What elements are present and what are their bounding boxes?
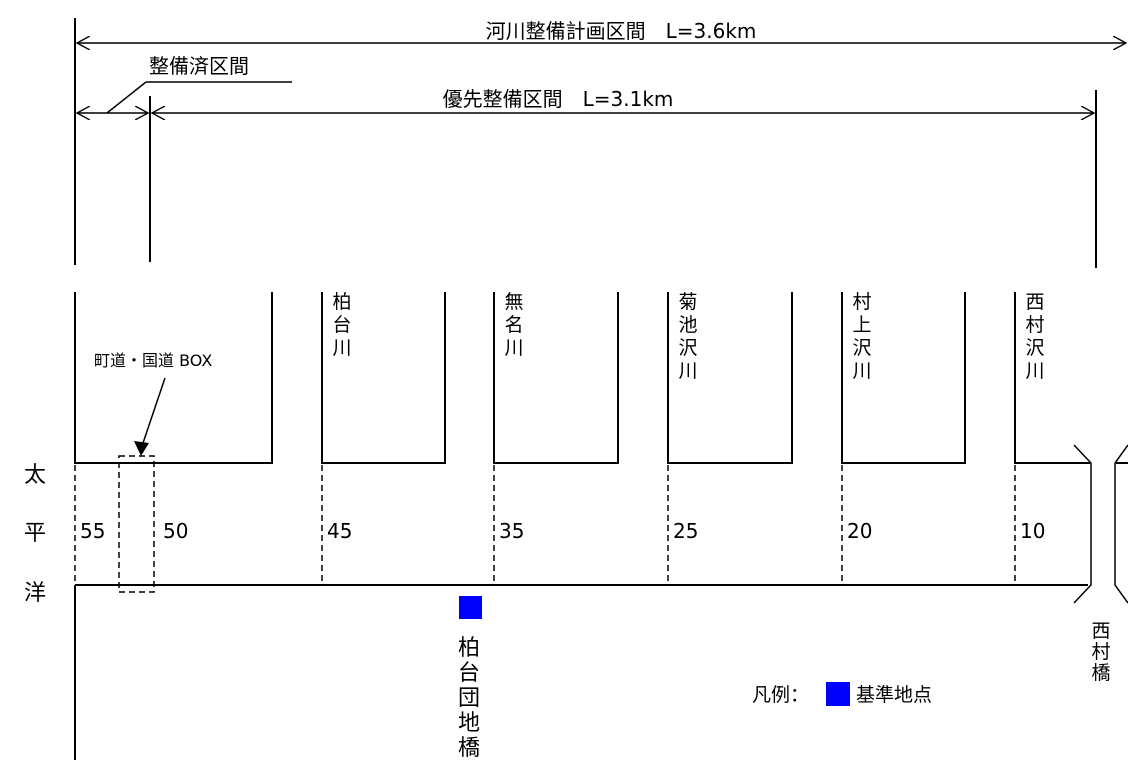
tributary-3-char-1: 菊 (678, 291, 697, 313)
nishimura-bridge-label: 西村橋 (1091, 620, 1110, 684)
box-culvert-outline (118, 455, 155, 593)
legend-prefix: 凡例： (752, 684, 809, 706)
tributary-2-char-1: 無 (504, 291, 523, 313)
box-culvert-label: 町道・国道 BOX (94, 351, 212, 370)
tributary-1-char-2: 台 (332, 314, 351, 336)
tributary-5-char-4: 川 (1025, 360, 1044, 382)
distance-50: 50 (163, 519, 188, 543)
distance-55: 55 (80, 519, 105, 543)
tributary-2-char-3: 川 (504, 337, 523, 359)
plan-span-label: 河川整備計画区間 L=3.6km (486, 19, 757, 43)
tributary-4-char-3: 沢 (852, 337, 871, 359)
kashiwadai-danchi-bridge-char-2: 台 (458, 661, 480, 686)
done-span-label: 整備済区間 (149, 54, 249, 78)
tributary-1-char-3: 川 (332, 337, 351, 359)
distance-25: 25 (673, 519, 698, 543)
section-dashed-lines (74, 465, 1016, 584)
tributary-3-char-2: 池 (678, 314, 697, 336)
box-culvert-leader-arrowhead (134, 441, 149, 456)
river-bank-north-seg-2 (321, 292, 446, 464)
legend: 凡例： 基準地点 (752, 682, 932, 706)
river-bank-north-seg-1 (74, 292, 273, 464)
reference-point-marker (459, 596, 482, 619)
tributary-label-1: 柏台川 (332, 291, 351, 359)
kashiwadai-danchi-bridge-char-4: 地 (458, 711, 480, 736)
river-bank-north-seg-5 (841, 292, 966, 464)
legend-label: 基準地点 (856, 684, 932, 706)
tributary-5-char-3: 沢 (1025, 337, 1044, 359)
nishimura-bridge-char-2: 村 (1091, 641, 1110, 663)
done-leader-diagonal (106, 81, 147, 114)
nishimura-bridge-char-3: 橋 (1091, 662, 1110, 684)
tributary-5-char-2: 村 (1025, 314, 1044, 336)
tributary-4-char-1: 村 (852, 291, 871, 313)
tributary-1-char-1: 柏 (332, 291, 351, 313)
tributary-4-char-4: 川 (852, 360, 871, 382)
distance-35: 35 (499, 519, 524, 543)
tributary-label-2: 無名川 (504, 291, 523, 359)
river-bank-north-seg-6 (1014, 292, 1090, 464)
ocean-char-1: 太 (24, 463, 46, 488)
distance-45: 45 (327, 519, 352, 543)
kashiwadai-danchi-bridge-char-1: 柏 (458, 636, 480, 661)
tributary-3-char-4: 川 (678, 360, 697, 382)
tributary-5-char-1: 西 (1025, 291, 1044, 313)
distance-20: 20 (847, 519, 872, 543)
tributary-3-char-3: 沢 (678, 337, 697, 359)
kashiwadai-danchi-bridge-char-3: 団 (458, 686, 480, 711)
ocean-char-3: 洋 (24, 581, 46, 606)
tributary-4-char-2: 上 (852, 314, 871, 336)
river-bank-north-seg-3 (493, 292, 619, 464)
kashiwadai-danchi-bridge-char-5: 橋 (458, 736, 480, 761)
priority-span-label: 優先整備区間 L=3.1km (443, 87, 674, 111)
tributary-2-char-2: 名 (504, 314, 523, 336)
nishimura-bridge-symbol (1073, 444, 1128, 604)
distance-10: 10 (1020, 519, 1045, 543)
river-bank-north-seg-4 (667, 292, 793, 464)
ocean-char-2: 平 (24, 521, 46, 546)
legend-swatch (826, 682, 850, 706)
box-culvert-leader (141, 377, 166, 447)
nishimura-bridge-char-1: 西 (1091, 620, 1110, 642)
